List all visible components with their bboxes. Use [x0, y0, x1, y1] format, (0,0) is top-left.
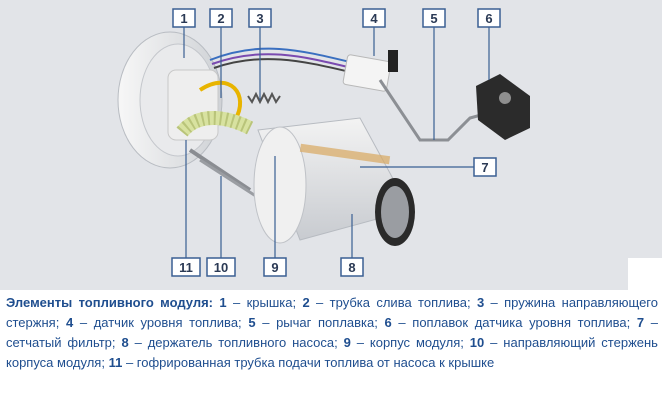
svg-text:9: 9 [271, 260, 278, 275]
svg-text:6: 6 [485, 11, 492, 26]
svg-text:10: 10 [214, 260, 228, 275]
svg-text:3: 3 [256, 11, 263, 26]
corrugated-tube-illustration [176, 111, 254, 137]
callout-11: 11 [171, 257, 201, 277]
fuel-module-figure: 1 2 3 4 5 6 7 8 9 10 11 [0, 0, 662, 290]
caption-item: 5 – рычаг поплавка; [248, 315, 385, 330]
callout-9: 9 [263, 257, 287, 277]
svg-text:5: 5 [430, 11, 437, 26]
callout-10: 10 [206, 257, 236, 277]
svg-text:1: 1 [180, 11, 187, 26]
caption-item: 7 – сетчатый фильтр; [6, 315, 658, 350]
module-body-illustration [253, 117, 415, 246]
callout-4: 4 [362, 8, 386, 28]
callout-1: 1 [172, 8, 196, 28]
caption-item: 11 – гофрированная трубка подачи топлива… [108, 355, 495, 370]
callout-leaders [183, 27, 490, 258]
svg-text:2: 2 [217, 11, 224, 26]
float-lever-illustration [378, 79, 493, 142]
caption-item: 6 – поплавок датчика уровня топлива; [384, 315, 637, 330]
callout-5: 5 [422, 8, 446, 28]
spring-illustration [247, 91, 281, 105]
svg-text:4: 4 [370, 11, 378, 26]
caption-item: 1 – крышка; [219, 295, 303, 310]
callout-3: 3 [248, 8, 272, 28]
figure-caption: Элементы топливного модуля: 1 – крышка; … [6, 293, 658, 373]
caption-title: Элементы топливного модуля: [6, 295, 214, 310]
svg-text:8: 8 [348, 260, 355, 275]
callout-7: 7 [473, 157, 497, 177]
svg-text:7: 7 [481, 160, 488, 175]
float-illustration [476, 74, 530, 140]
svg-text:11: 11 [179, 260, 193, 275]
caption-item: 9 – корпус модуля; [343, 335, 470, 350]
wiring-illustration [198, 47, 353, 122]
caption-item: 3 – пружина направляющего стержня; [6, 295, 658, 330]
callout-2: 2 [209, 8, 233, 28]
module-cover-illustration [117, 31, 223, 169]
callout-8: 8 [340, 257, 364, 277]
caption-item: 4 – датчик уровня топлива; [65, 315, 249, 330]
fuel-level-sensor-illustration [342, 50, 398, 92]
caption-item: 8 – держатель топливного насоса; [121, 335, 344, 350]
guide-rods-illustration [188, 148, 263, 202]
caption-item: 10 – направляющий стержень корпуса модул… [6, 335, 658, 370]
caption-item: 2 – трубка слива топлива; [302, 295, 477, 310]
callout-6: 6 [477, 8, 501, 28]
